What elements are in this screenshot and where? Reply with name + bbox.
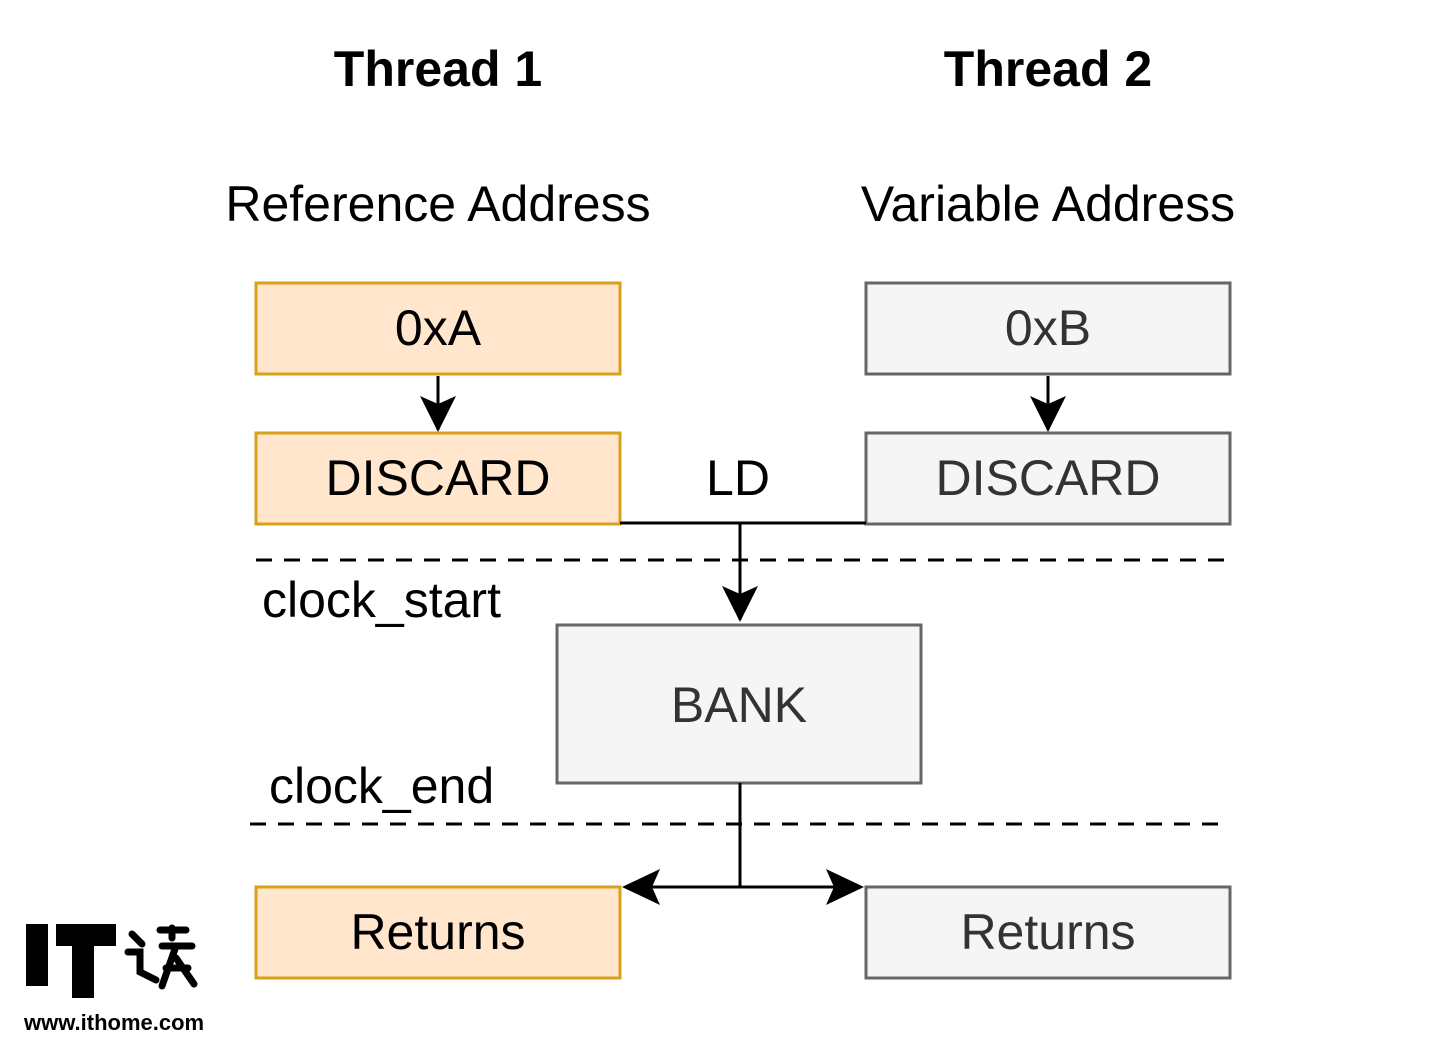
- thread1-returns-box: Returns: [254, 885, 622, 980]
- thread2-title: Thread 2: [944, 41, 1152, 97]
- thread2-discard-text: DISCARD: [935, 450, 1160, 506]
- bank-text: BANK: [671, 677, 807, 733]
- thread1-address-box: 0xA: [254, 281, 622, 376]
- thread2-returns-text: Returns: [960, 904, 1135, 960]
- thread1-title: Thread 1: [334, 41, 542, 97]
- thread2-arrowhead: [1030, 396, 1066, 432]
- watermark-url: www.ithome.com: [23, 1010, 204, 1035]
- thread1-returns-arrowhead: [622, 869, 660, 905]
- thread1-address-label: Reference Address: [225, 176, 650, 232]
- thread1-arrowhead: [420, 396, 456, 432]
- thread2-address-text: 0xB: [1005, 300, 1091, 356]
- thread2-address-box: 0xB: [864, 281, 1232, 376]
- thread2-discard-box: DISCARD: [864, 431, 1232, 526]
- clock-start-label: clock_start: [262, 572, 501, 628]
- bank-box: BANK: [555, 623, 923, 785]
- thread1-address-text: 0xA: [395, 300, 482, 356]
- thread1-discard-text: DISCARD: [325, 450, 550, 506]
- bank-arrowhead: [722, 586, 758, 622]
- thread2-returns-box: Returns: [864, 885, 1232, 980]
- ithome-logo: [26, 924, 198, 998]
- ld-label: LD: [706, 450, 770, 506]
- clock-end-label: clock_end: [269, 758, 494, 814]
- thread2-returns-arrowhead: [826, 869, 864, 905]
- thread1-returns-text: Returns: [350, 904, 525, 960]
- thread2-address-label: Variable Address: [861, 176, 1235, 232]
- thread1-discard-box: DISCARD: [254, 431, 622, 526]
